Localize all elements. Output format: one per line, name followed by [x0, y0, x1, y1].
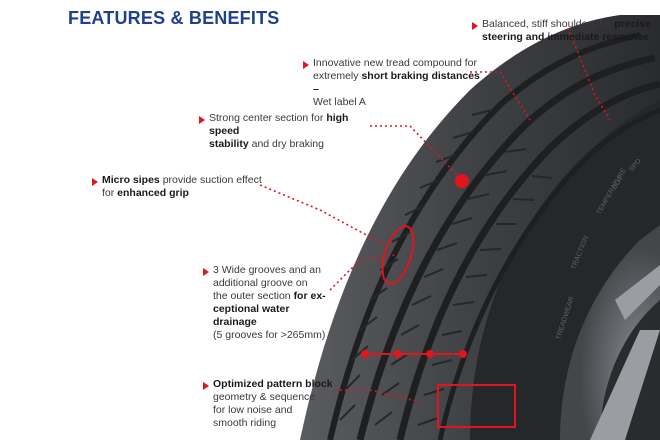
callout-sipes: Micro sipes provide suction effect for en… — [102, 174, 267, 200]
callout-text: Wet label A — [313, 96, 366, 108]
callout-text: the outer section — [213, 290, 294, 302]
page-title: FEATURES & BENEFITS — [68, 8, 280, 28]
callout-text: smooth riding — [213, 417, 277, 429]
callout-text: short braking distances – — [313, 70, 480, 95]
pattern-block-highlight — [437, 384, 516, 428]
callout-text: 3 Wide grooves and an — [213, 264, 321, 276]
callout-text: Balanced, stiff shoulders for — [482, 18, 615, 30]
callout-text: additional groove on — [213, 277, 308, 289]
callout-text: Micro sipes — [102, 174, 160, 186]
callout-text: for — [102, 187, 118, 199]
callout-text: stability — [209, 138, 249, 150]
tread-grooves — [327, 32, 660, 440]
callout-text: geometry & sequence — [213, 391, 316, 403]
callout-marker — [92, 178, 98, 186]
callout-text: steering and immediate response — [482, 31, 649, 43]
callout-text: for low noise and — [213, 404, 293, 416]
groove-markers — [361, 350, 467, 358]
callout-marker — [472, 22, 478, 30]
callout-text: and dry braking — [248, 138, 324, 150]
callout-text: ceptional water drainage — [213, 303, 290, 328]
callout-text: Innovative new tread compound for — [313, 57, 478, 69]
callout-text: Strong center section for — [209, 112, 327, 124]
callout-text: (5 grooves for >265mm) — [213, 329, 326, 341]
callout-text: enhanced grip — [117, 187, 189, 199]
callout-text: Optimized pattern block — [213, 378, 333, 390]
callout-text: precise — [614, 18, 652, 30]
callout-marker — [203, 268, 209, 276]
callout-text: provide suction effect — [159, 174, 262, 186]
callout-marker — [199, 116, 205, 124]
center-section-dot — [455, 174, 469, 188]
callout-marker — [303, 61, 309, 69]
callout-text: high speed — [209, 112, 349, 137]
callout-text: extremely — [313, 70, 362, 82]
callout-text: for ex- — [293, 290, 326, 302]
callout-marker — [203, 382, 209, 390]
micro-sipe-highlight — [381, 225, 415, 285]
